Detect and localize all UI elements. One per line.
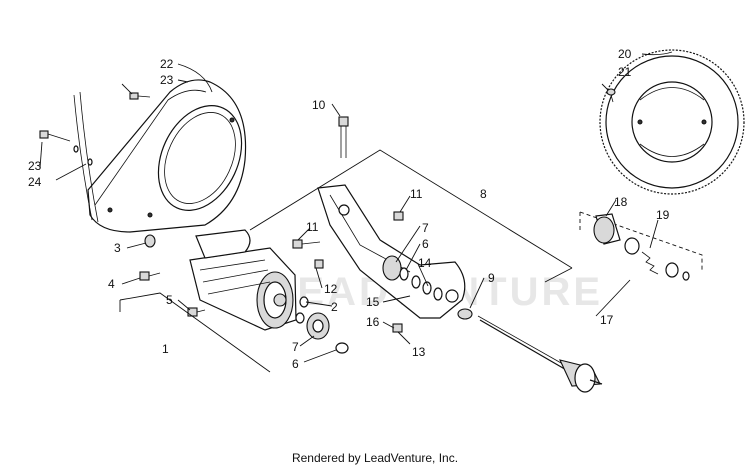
bolt-4 — [139, 271, 161, 281]
callout-6: 6 — [422, 237, 429, 251]
bendix-drive — [579, 211, 703, 281]
washer-2 — [295, 296, 309, 324]
callout-12: 12 — [324, 282, 338, 296]
callout-15: 15 — [366, 295, 380, 309]
bolt-23-upper — [129, 92, 151, 100]
bolt-23-lower — [39, 130, 93, 166]
callout-7: 7 — [292, 340, 299, 354]
bushing-9 — [457, 308, 473, 320]
callout-2: 2 — [331, 300, 338, 314]
callout-17: 17 — [600, 313, 614, 327]
callout-8: 8 — [480, 187, 487, 201]
washer-6-lower — [335, 342, 349, 354]
curved-hose — [73, 91, 99, 223]
bolt-13 — [392, 323, 403, 333]
callout-20: 20 — [618, 47, 632, 61]
washer-14 — [411, 275, 443, 301]
callout-1: 1 — [162, 342, 169, 356]
washer-6-upper — [399, 267, 409, 281]
bolt-10 — [338, 116, 349, 158]
group-bracket-1 — [119, 292, 271, 373]
callout-10: 10 — [312, 98, 326, 112]
callout-24: 24 — [28, 175, 42, 189]
callout-14: 14 — [418, 256, 432, 270]
callout-labels: 22 23 23 24 3 4 5 1 10 11 11 8 7 6 14 12… — [28, 47, 670, 371]
ring-gear — [599, 49, 745, 195]
bolt-11-upper — [393, 211, 404, 221]
callout-13: 13 — [412, 345, 426, 359]
callout-16: 16 — [366, 315, 380, 329]
leader-lines — [39, 51, 673, 363]
bolt-12 — [314, 259, 324, 269]
callout-11: 11 — [410, 187, 423, 201]
drive-shaft — [477, 315, 603, 393]
callout-5: 5 — [166, 293, 173, 307]
callout-9: 9 — [488, 271, 495, 285]
drive-gear-7-upper — [382, 255, 402, 281]
callout-4: 4 — [108, 277, 115, 291]
callout-23: 23 — [160, 73, 174, 87]
callout-22: 22 — [160, 57, 174, 71]
drive-gear-7-lower — [306, 312, 330, 340]
callout-3: 3 — [114, 241, 121, 255]
screw-21 — [606, 88, 616, 103]
nut-3 — [144, 234, 156, 248]
callout-19: 19 — [656, 208, 670, 222]
callout-6: 6 — [292, 357, 299, 371]
callout-21: 21 — [618, 65, 632, 79]
callout-18: 18 — [614, 195, 628, 209]
starter-cover-plate — [87, 79, 247, 233]
starter-motor — [189, 229, 297, 331]
bolt-11-lower — [292, 239, 321, 249]
callout-7: 7 — [422, 221, 429, 235]
callout-23: 23 — [28, 159, 42, 173]
group-bracket-8 — [249, 149, 573, 283]
callout-11: 11 — [306, 220, 319, 234]
footer-credit: Rendered by LeadVenture, Inc. — [291, 451, 459, 465]
